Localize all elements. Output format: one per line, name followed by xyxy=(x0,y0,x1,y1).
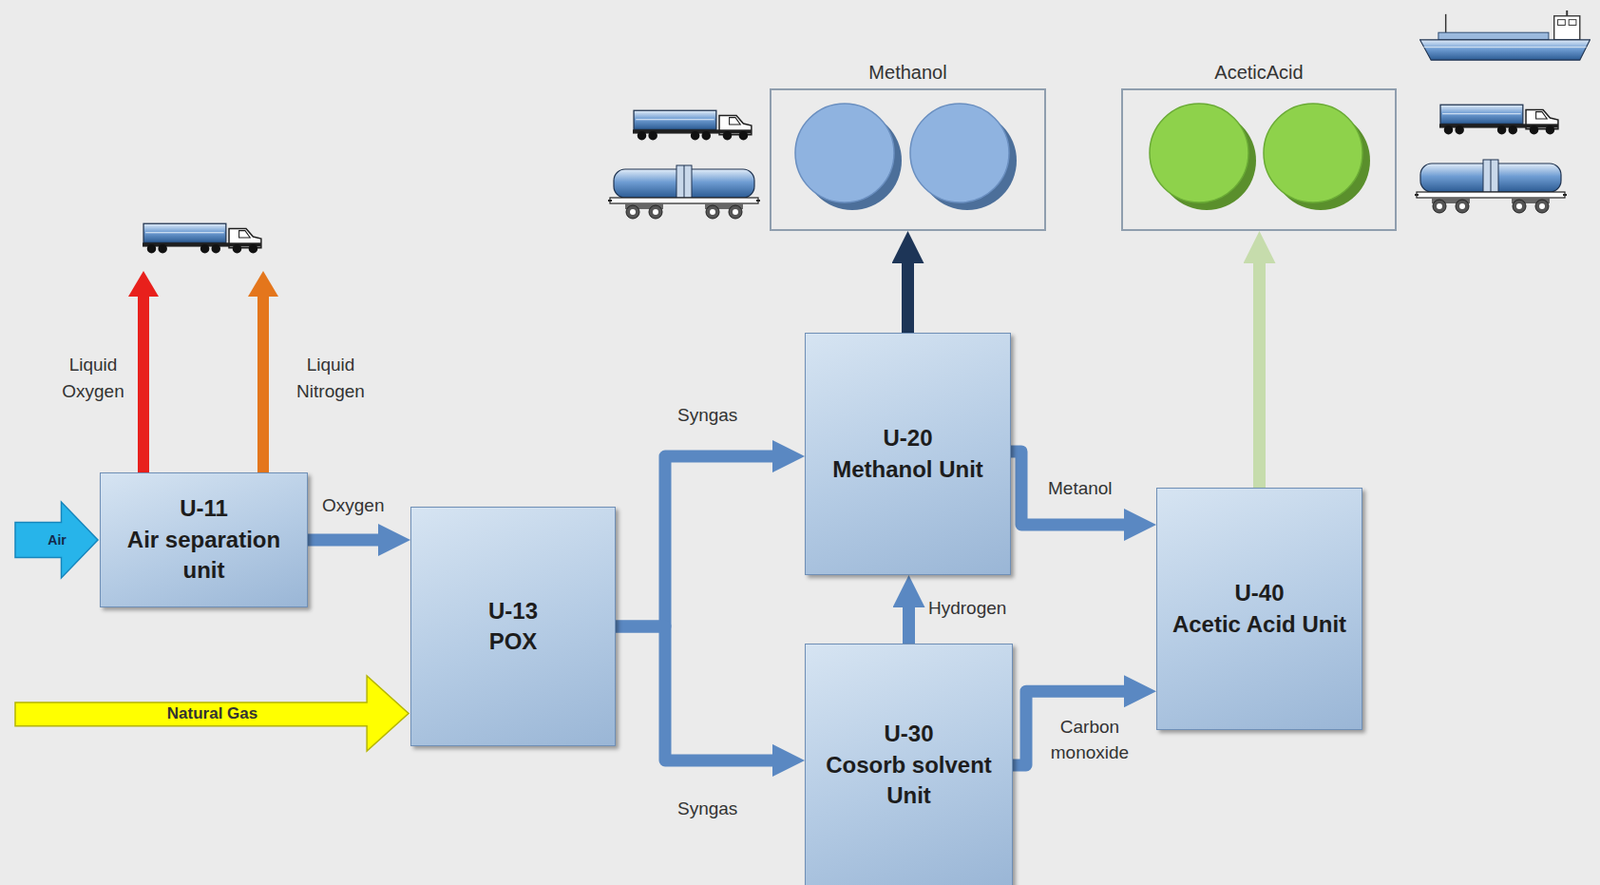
unit-name: Methanol Unit xyxy=(832,454,984,485)
tank-title: Methanol xyxy=(771,61,1045,84)
process-unit: U-40Acetic Acid Unit xyxy=(1156,487,1363,730)
flow-connector xyxy=(307,533,392,547)
ship-icon xyxy=(1420,10,1591,60)
stream-label: Syngas xyxy=(675,402,740,429)
feed-arrow: Natural Gas xyxy=(14,673,411,753)
feed-name: Natural Gas xyxy=(167,704,258,724)
stream-label: Oxygen xyxy=(320,493,386,519)
process-unit: U-30Cosorb solvent Unit xyxy=(804,643,1013,885)
tank-title: AceticAcid xyxy=(1123,61,1395,84)
product-label: Liquid Nitrogen xyxy=(278,351,383,404)
process-unit: U-11Air separation unit xyxy=(99,472,308,608)
stream-label: Syngas xyxy=(675,796,740,822)
rail-tanker-icon xyxy=(608,165,761,219)
unit-code: U-40 xyxy=(1234,577,1284,609)
storage-tank-box: AceticAcid xyxy=(1121,88,1397,231)
product-label: Liquid Oxygen xyxy=(47,351,139,404)
unit-name: Cosorb solvent Unit xyxy=(813,749,1005,812)
flow-connector xyxy=(1253,249,1266,488)
stream-label: Metanol xyxy=(1046,476,1115,502)
unit-name: POX xyxy=(489,626,538,657)
unit-name: Acetic Acid Unit xyxy=(1172,609,1347,640)
flow-connector xyxy=(902,593,915,644)
stream-label: Carbon monoxide xyxy=(1045,714,1135,765)
truck-icon xyxy=(632,110,752,140)
unit-code: U-13 xyxy=(488,595,538,627)
unit-name: Air separation unit xyxy=(108,524,300,587)
feed-arrow: Air xyxy=(14,499,100,580)
liquid-nitrogen-arrow xyxy=(247,270,279,473)
unit-code: U-30 xyxy=(883,718,934,749)
flow-connector xyxy=(1010,451,1138,525)
unit-code: U-20 xyxy=(882,422,933,454)
flow-connector xyxy=(1012,690,1138,765)
flow-connector xyxy=(615,456,786,627)
process-unit: U-20Methanol Unit xyxy=(804,332,1011,575)
flow-connector xyxy=(901,249,915,333)
stream-label: Hydrogen xyxy=(926,595,1009,622)
truck-icon xyxy=(142,223,262,253)
liquid-oxygen-arrow xyxy=(128,270,159,473)
acetic-acid-tanks xyxy=(1149,103,1371,210)
unit-code: U-11 xyxy=(179,493,229,524)
storage-tank-box: Methanol xyxy=(769,88,1047,231)
truck-icon xyxy=(1439,104,1559,134)
feed-name: Air xyxy=(47,532,66,548)
methanol-tanks xyxy=(795,103,1017,210)
process-unit: U-13POX xyxy=(410,506,616,746)
flow-connector xyxy=(615,626,786,761)
rail-tanker-icon xyxy=(1414,159,1567,213)
